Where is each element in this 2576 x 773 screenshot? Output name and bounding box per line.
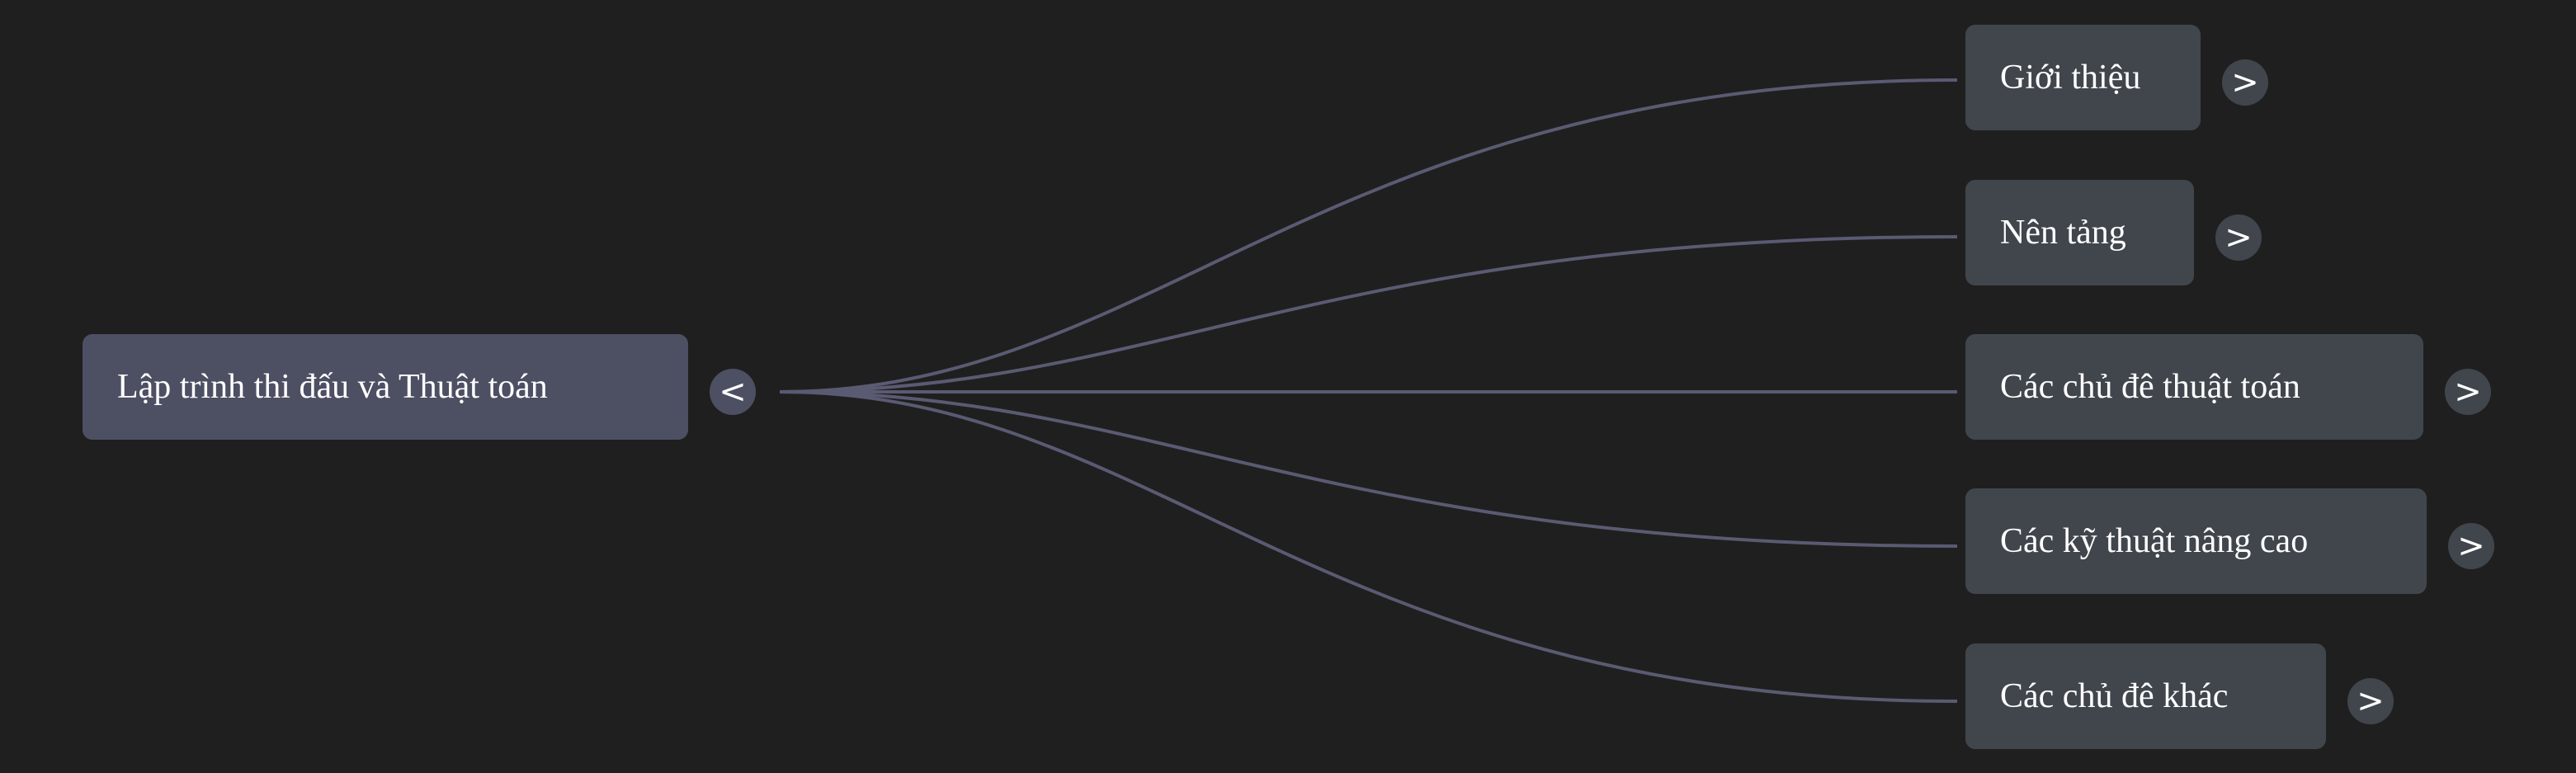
expand-toggle-button[interactable]: > — [2347, 678, 2394, 724]
link-nen-tang — [779, 235, 1958, 394]
child-node-nen-tang[interactable]: Nên tảng — [1965, 180, 2194, 285]
expand-toggle-button[interactable]: > — [2445, 369, 2491, 415]
expand-toggle-button[interactable]: > — [2448, 523, 2494, 569]
link-cac-chu-de-khac — [779, 390, 1958, 703]
root-node-label: Lập trình thi đấu và Thuật toán — [117, 368, 548, 406]
collapse-toggle-button[interactable]: < — [710, 369, 756, 415]
child-node-gioi-thieu[interactable]: Giới thiệu — [1965, 25, 2201, 130]
link-gioi-thieu — [779, 78, 1958, 394]
child-node-label: Các chủ đê khác — [2000, 677, 2229, 715]
child-node-label: Giới thiệu — [2000, 59, 2141, 97]
child-node-cac-chu-de-thuat-toan[interactable]: Các chủ đê thuật toán — [1965, 334, 2423, 440]
child-node-label: Các kỹ thuật nâng cao — [2000, 522, 2309, 560]
root-node[interactable]: Lập trình thi đấu và Thuật toán — [83, 334, 688, 440]
child-node-cac-ky-thuat-nang-cao[interactable]: Các kỹ thuật nâng cao — [1965, 488, 2427, 594]
expand-toggle-button[interactable]: > — [2222, 59, 2268, 106]
link-cac-ky-thuat-nang-cao — [779, 390, 1958, 548]
child-node-label: Nên tảng — [2000, 214, 2126, 252]
child-node-cac-chu-de-khac[interactable]: Các chủ đê khác — [1965, 643, 2326, 749]
child-node-label: Các chủ đê thuật toán — [2000, 368, 2300, 406]
expand-toggle-button[interactable]: > — [2215, 214, 2262, 261]
